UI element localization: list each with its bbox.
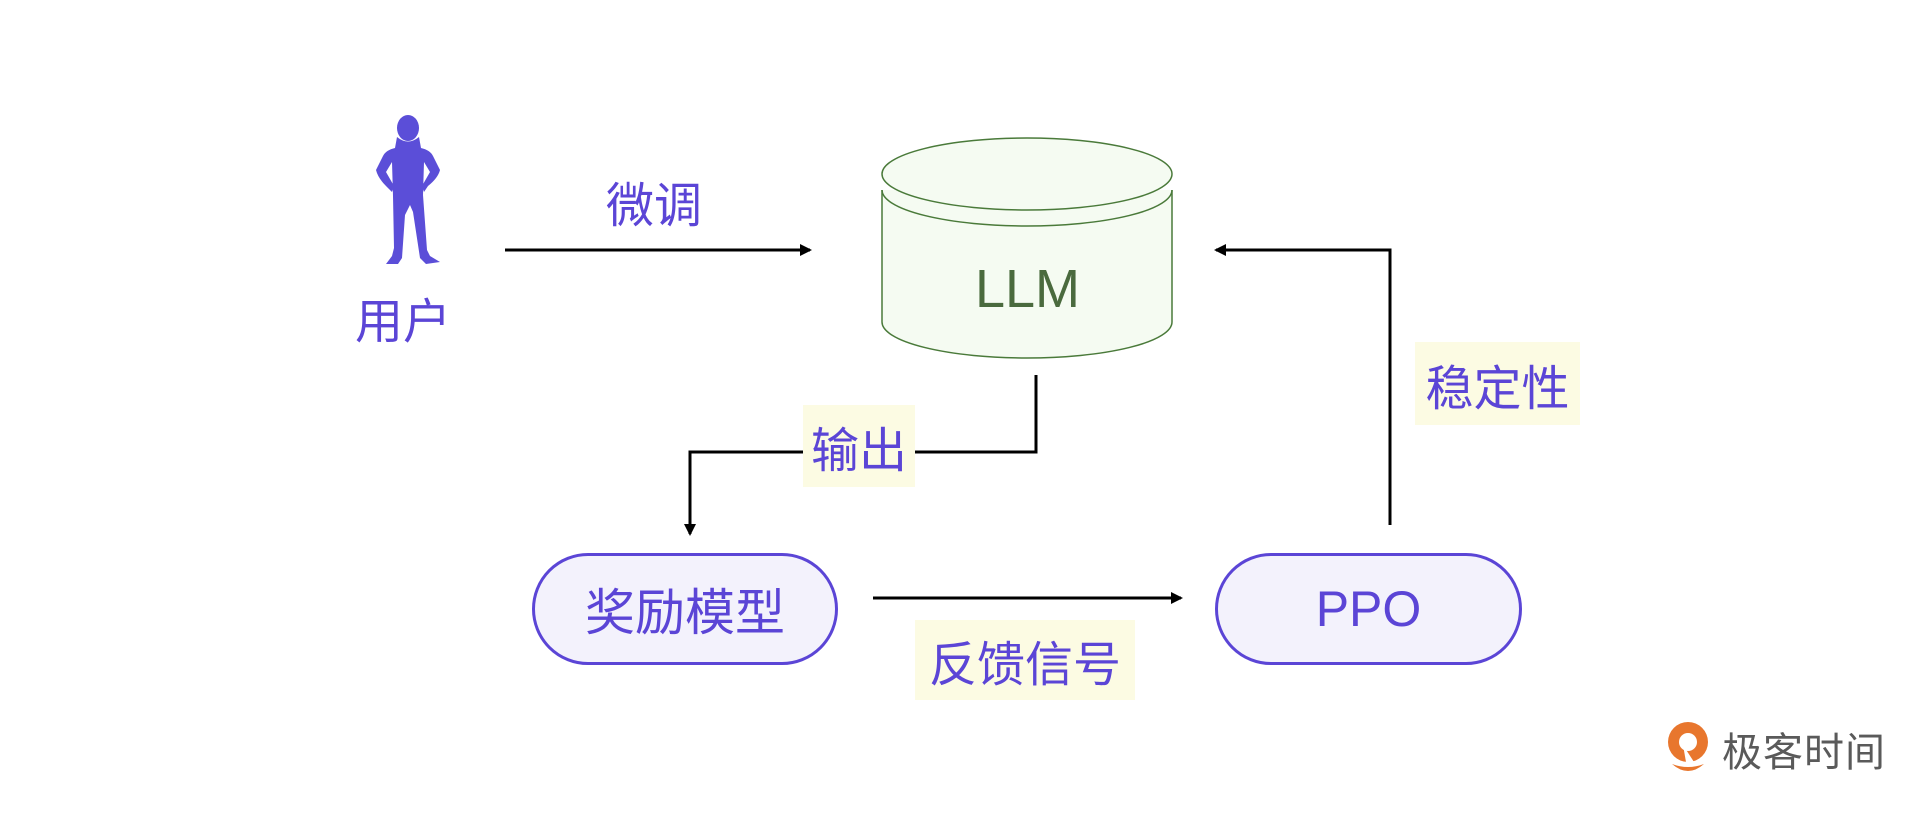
ppo-node[interactable]: PPO [1215, 553, 1522, 665]
edge-label-stability: 稳定性 [1415, 342, 1580, 425]
ppo-label: PPO [1315, 581, 1422, 637]
llm-label: LLM [974, 259, 1081, 319]
reward-model-node[interactable]: 奖励模型 [532, 553, 838, 665]
geektime-logo: 极客时间 [1662, 720, 1886, 778]
person-silhouette-icon [376, 115, 440, 264]
edge-stability-arrow [1214, 244, 1392, 525]
reward-model-label: 奖励模型 [585, 584, 785, 642]
logo-text: 极客时间 [1722, 730, 1886, 776]
edge-label-finetune: 微调 [606, 178, 703, 234]
geektime-logo-icon [1668, 722, 1708, 771]
llm-cylinder[interactable] [881, 137, 1173, 359]
edge-label-output: 输出 [803, 405, 915, 487]
user-label: 用户 [355, 294, 452, 350]
edge-label-feedback: 反馈信号 [915, 620, 1135, 700]
